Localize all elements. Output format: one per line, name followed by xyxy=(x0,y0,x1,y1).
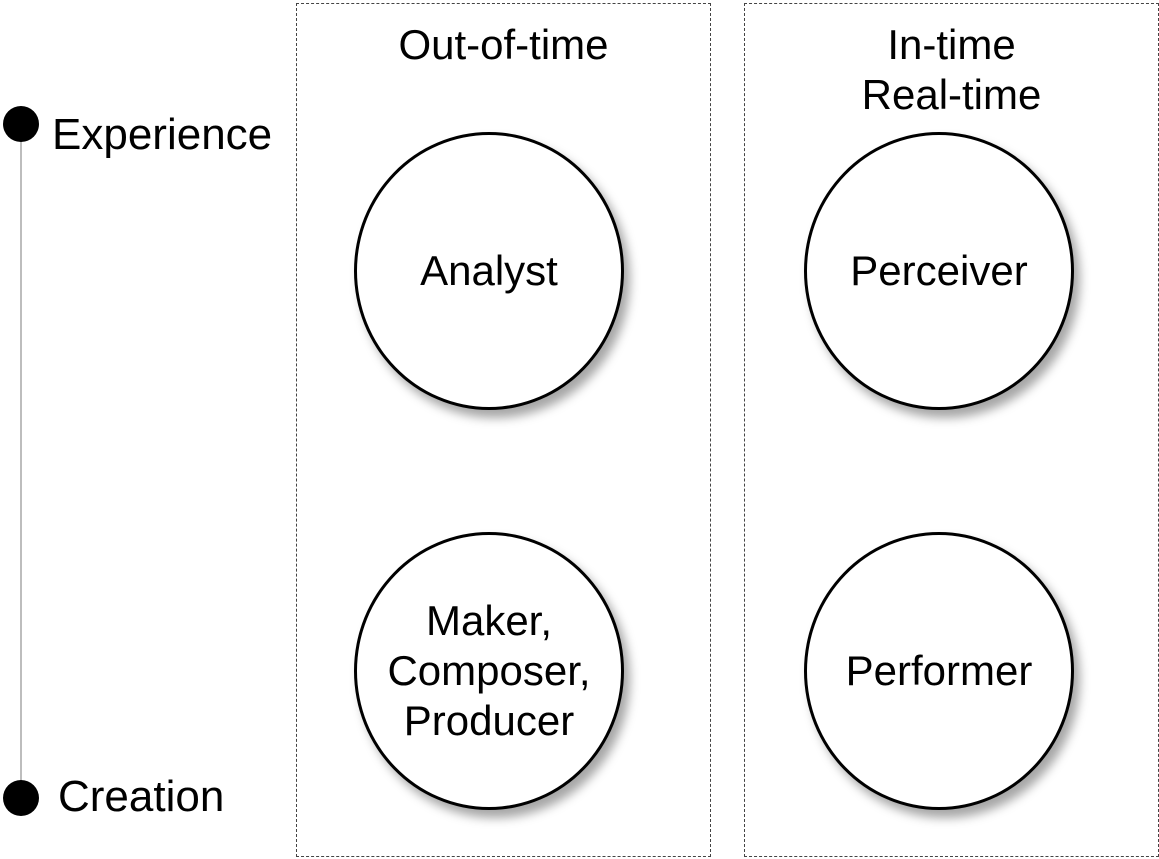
experience-axis-dot xyxy=(3,106,39,142)
maker-composer-producer-label: Maker, Composer, Producer xyxy=(387,597,591,744)
performer-node: Performer xyxy=(804,532,1074,810)
out-of-time-panel xyxy=(296,3,711,857)
maker-composer-producer-node: Maker, Composer, Producer xyxy=(354,532,624,810)
out-of-time-title: Out-of-time xyxy=(398,21,609,68)
perceiver-node: Perceiver xyxy=(804,132,1074,410)
experience-label: Experience xyxy=(52,110,273,159)
analyst-label: Analyst xyxy=(420,247,558,294)
analyst-node: Analyst xyxy=(354,132,624,410)
creation-label: Creation xyxy=(58,772,225,821)
creation-axis-dot xyxy=(3,780,39,816)
performer-label: Performer xyxy=(845,647,1033,694)
experience-creation-axis-line xyxy=(20,124,22,798)
perceiver-label: Perceiver xyxy=(850,247,1028,294)
in-time-real-time-title: In-time Real-time xyxy=(861,21,1042,118)
